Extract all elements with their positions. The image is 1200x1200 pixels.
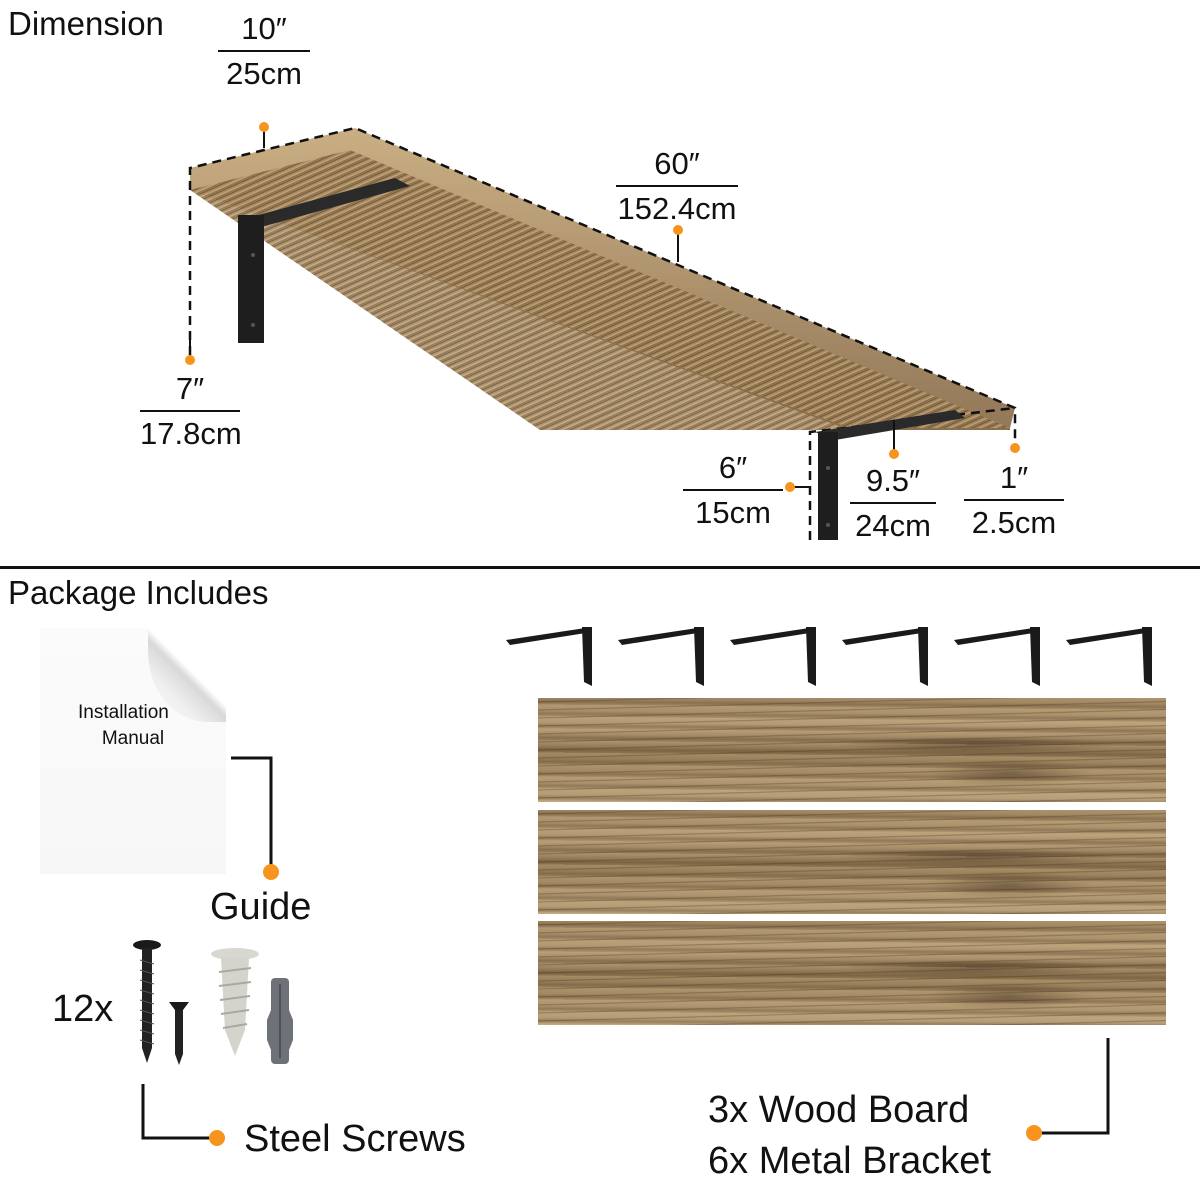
dot-depth: [259, 122, 269, 132]
bracket-left: [238, 178, 410, 343]
dim-thickness: 1″ 2.5cm: [964, 462, 1064, 538]
dim-length: 60″ 152.4cm: [616, 146, 738, 226]
dot-bracket-drop: [785, 482, 795, 492]
hardware-icons: [133, 940, 293, 1065]
screws-leader: [141, 1084, 225, 1146]
wood-board-label: 3x Wood Board: [708, 1089, 970, 1131]
dim-bracket-arm: 9.5″ 24cm: [850, 465, 936, 541]
metal-bracket-label: 6x Metal Bracket: [708, 1140, 991, 1182]
wood-board-1: [538, 698, 1166, 802]
brackets-row: [506, 627, 1152, 686]
dot-bracket-arm: [889, 449, 899, 459]
guide-label: Guide: [210, 886, 312, 928]
dot-bracket-height: [185, 355, 195, 365]
steel-screws-label: Steel Screws: [244, 1118, 466, 1160]
manual-text: Installation Manual: [78, 702, 169, 749]
dot-thickness: [1010, 443, 1020, 453]
drywall-anchor-icon: [211, 948, 259, 1056]
wood-board-2: [538, 810, 1166, 914]
dimension-title: Dimension: [8, 5, 164, 42]
long-screw-icon: [133, 940, 161, 1063]
dim-bracket-drop: 6″ 15cm: [683, 452, 783, 528]
wood-board-3: [538, 921, 1166, 1025]
metal-bracket-icon: [506, 627, 592, 686]
bracket-right: [815, 410, 965, 540]
short-screw-icon: [169, 1002, 189, 1065]
dim-bracket-height: 7″ 17.8cm: [140, 371, 242, 451]
section-divider: [0, 566, 1200, 569]
screw-quantity: 12x: [52, 988, 114, 1030]
boards-leader: [1026, 1038, 1110, 1141]
dim-depth: 10″ 25cm: [218, 13, 310, 89]
dot-length: [673, 225, 683, 235]
plastic-anchor-icon: [267, 978, 293, 1064]
guide-leader: [231, 756, 279, 880]
package-title: Package Includes: [8, 574, 269, 611]
shelf-illustration: [185, 122, 1020, 540]
